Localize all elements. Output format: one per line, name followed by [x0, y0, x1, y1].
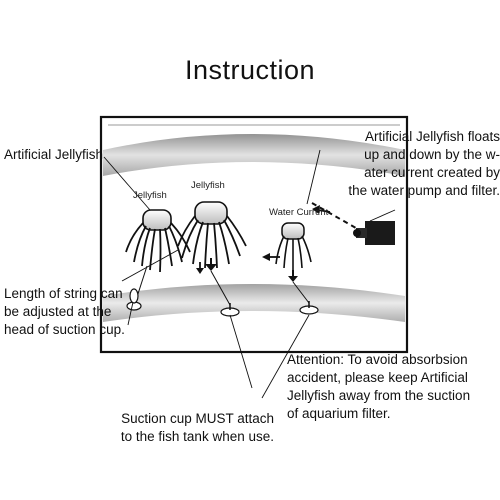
tank-label-jellyfish-mid: Jellyfish — [191, 180, 225, 191]
callout-string-length: Length of string can be adjusted at the … — [4, 286, 125, 337]
suction-cup-middle — [210, 270, 240, 317]
jellyfish-right — [275, 222, 312, 282]
tank-label-jellyfish-left: Jellyfish — [133, 190, 167, 201]
jellyfish-left — [125, 209, 191, 273]
callout-artificial-jellyfish: Artificial Jellyfish — [4, 147, 104, 162]
suction-cup-left — [126, 265, 148, 311]
tank-label-water-current: Water Current — [269, 207, 329, 218]
callout-floats: Artificial Jellyfish floats up and down … — [348, 129, 500, 198]
leader-lines — [103, 149, 396, 399]
callout-suction-cup: Suction cup MUST attach to the fish tank… — [120, 411, 274, 444]
callout-attention: Attention: To avoid absorbsion accident,… — [287, 352, 471, 421]
suction-cup-right — [292, 281, 319, 315]
jellyfish-middle — [177, 201, 247, 271]
water-pump — [353, 221, 395, 245]
page-title: Instruction — [184, 55, 316, 85]
